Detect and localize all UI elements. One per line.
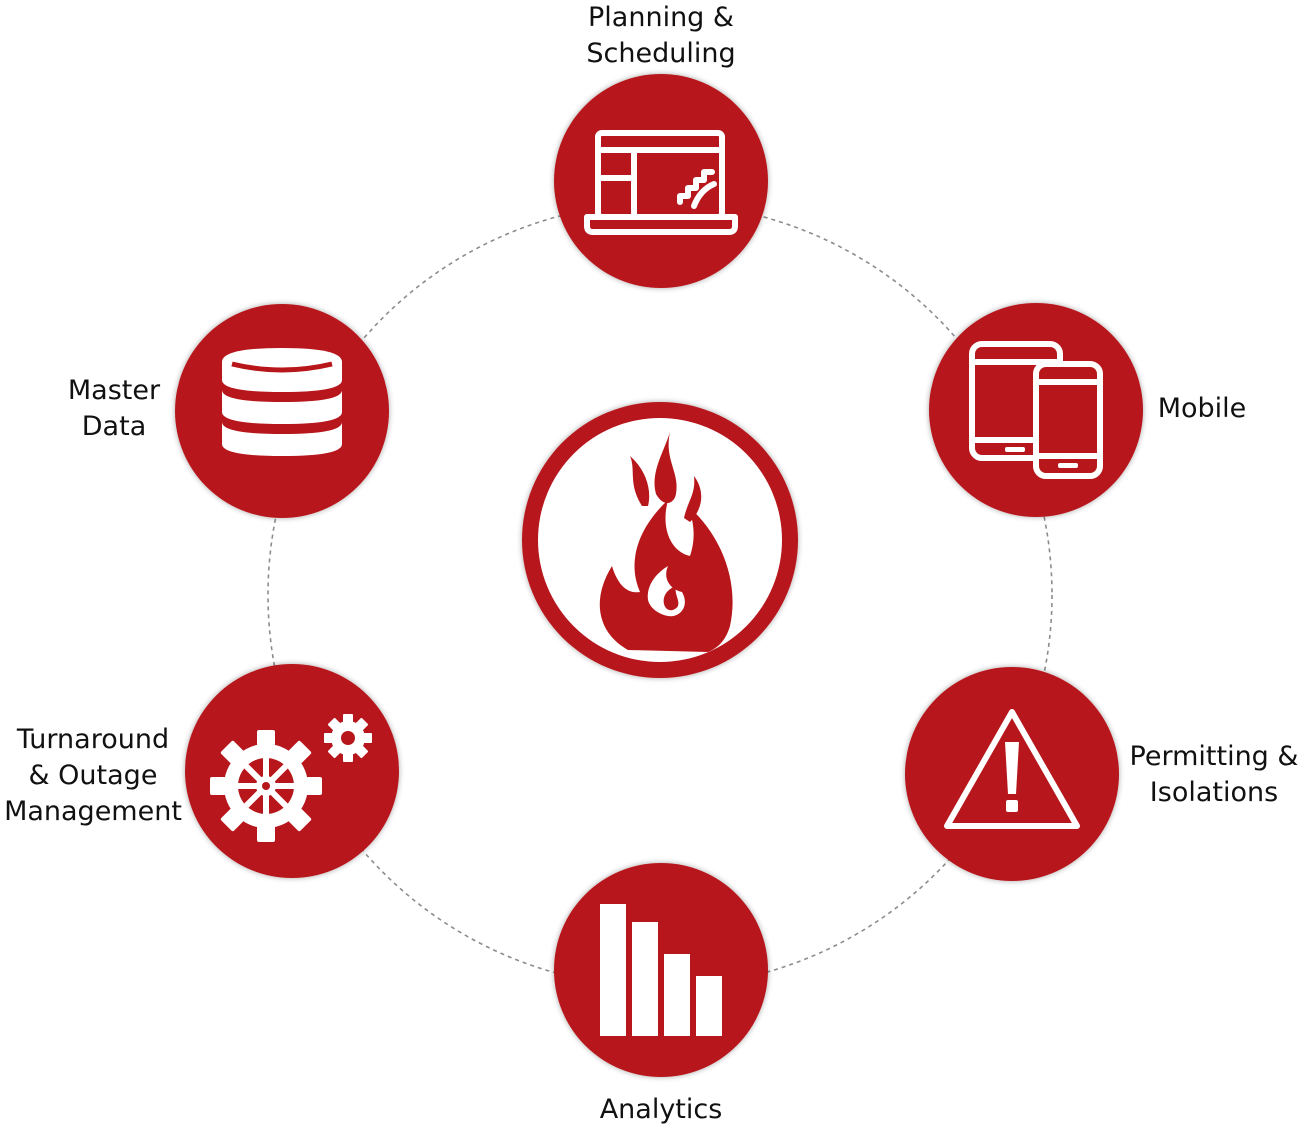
label-turnaround: Turnaround & Outage Management: [4, 724, 182, 827]
label-planning: Planning & Scheduling: [586, 2, 736, 69]
label-mobile: Mobile: [1157, 393, 1247, 424]
node-master-data[interactable]: [175, 304, 389, 518]
label-master-data: Master Data: [67, 375, 161, 442]
warning-triangle-icon: [944, 709, 1080, 829]
label-analytics: Analytics: [599, 1094, 723, 1125]
laptop-schedule-icon: [584, 130, 738, 235]
bar-chart-icon: [600, 904, 722, 1036]
node-planning[interactable]: [554, 74, 768, 288]
node-permitting[interactable]: [905, 667, 1119, 881]
node-analytics[interactable]: [554, 863, 768, 1077]
center-node: [522, 402, 798, 678]
label-permitting: Permitting & Isolations: [1129, 741, 1299, 808]
node-mobile[interactable]: [929, 303, 1143, 517]
node-turnaround[interactable]: [185, 664, 399, 878]
tablet-phone-icon: [969, 341, 1103, 479]
database-icon: [222, 348, 342, 456]
connector-ring: [267, 202, 1053, 988]
flame-icon: [599, 432, 733, 652]
gears-icon: [210, 714, 372, 842]
